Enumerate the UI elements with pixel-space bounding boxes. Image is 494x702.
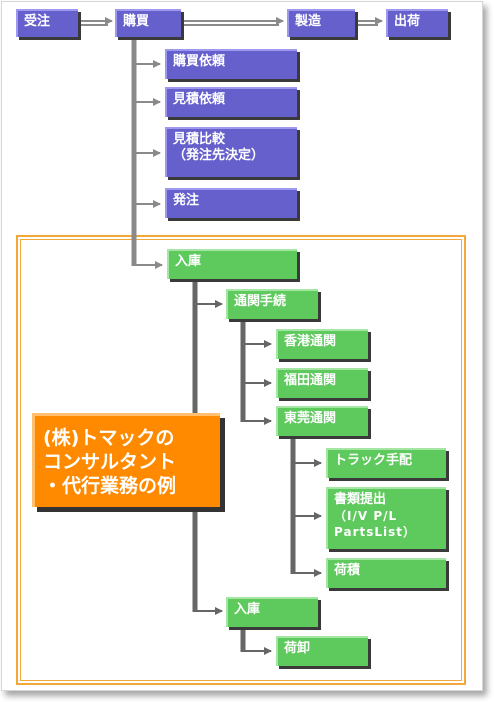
top-row-connectors — [80, 17, 383, 26]
order-receipt-box: 受注 — [16, 9, 78, 37]
documents-list-line1: （I/V P/L — [334, 509, 398, 523]
futian-customs-label: 福田通関 — [284, 373, 337, 388]
receipt-box: 入庫 — [167, 249, 297, 279]
place-order-label: 発注 — [173, 193, 200, 208]
consulting-scope-frame — [16, 235, 466, 685]
purchase-request-box: 購買依頼 — [165, 49, 297, 79]
callout-line-1: (株)トマックの — [43, 427, 175, 449]
document-submission-box: 書類提出 （I/V P/L PartsList） — [326, 487, 446, 549]
quote-request-label: 見積依頼 — [173, 92, 226, 107]
document-submission-label: 書類提出 — [334, 492, 387, 507]
loading-box: 荷積 — [326, 558, 446, 588]
callout-line-2: コンサルタント — [43, 451, 177, 473]
truck-arrangement-box: トラック手配 — [326, 448, 446, 478]
order-receipt-label: 受注 — [24, 14, 51, 29]
customs-procedure-box: 通関手続 — [226, 289, 318, 319]
loading-label: 荷積 — [334, 563, 361, 578]
shipping-label: 出荷 — [394, 14, 421, 29]
documents-list-line2: PartsList） — [334, 525, 417, 539]
manufacturing-box: 製造 — [287, 9, 355, 37]
shipping-box: 出荷 — [386, 9, 448, 37]
quote-request-box: 見積依頼 — [165, 87, 297, 117]
purchasing-box: 購買 — [115, 9, 181, 37]
hongkong-customs-label: 香港通関 — [284, 334, 337, 349]
dongguan-customs-box: 東莞通関 — [276, 406, 368, 436]
purchasing-label: 購買 — [123, 14, 150, 29]
purchasing-trunk — [131, 37, 163, 269]
consulting-scope-frame-inner — [20, 239, 462, 681]
receipt-label: 入庫 — [175, 254, 202, 269]
hongkong-customs-box: 香港通関 — [276, 329, 368, 359]
quote-comparison-label: 見積比較 — [173, 132, 226, 147]
manufacturing-label: 製造 — [295, 14, 322, 29]
final-receipt-box: 入庫 — [226, 597, 318, 627]
purchase-request-label: 購買依頼 — [173, 54, 226, 69]
place-order-box: 発注 — [165, 188, 297, 218]
unloading-box: 荷卸 — [276, 636, 368, 666]
truck-arrangement-label: トラック手配 — [334, 453, 413, 468]
futian-customs-box: 福田通関 — [276, 368, 368, 398]
dongguan-customs-label: 東莞通関 — [284, 411, 337, 426]
callout-line-3: ・代行業務の例 — [43, 475, 177, 497]
quote-comparison-box: 見積比較 （発注先決定） — [165, 127, 297, 177]
unloading-label: 荷卸 — [284, 641, 311, 656]
supplier-decision-label: （発注先決定） — [173, 148, 265, 163]
customs-procedure-label: 通関手続 — [234, 294, 287, 309]
consulting-callout: (株)トマックの コンサルタント ・代行業務の例 — [32, 413, 220, 507]
final-receipt-label: 入庫 — [234, 602, 261, 617]
